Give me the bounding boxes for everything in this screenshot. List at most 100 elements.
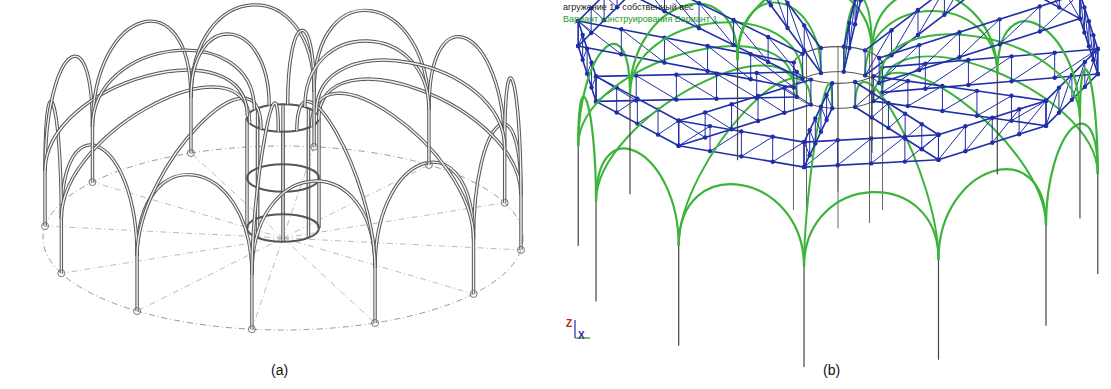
diagonal-rib: [191, 34, 269, 105]
truss-node: [1096, 47, 1100, 51]
truss-node: [835, 138, 839, 142]
truss-node: [975, 114, 979, 118]
truss-node: [809, 102, 813, 106]
truss-node: [576, 44, 580, 48]
perimeter-column: [803, 267, 804, 367]
truss-post: [1039, 6, 1040, 31]
column-base: [89, 179, 96, 186]
truss-post: [710, 126, 711, 151]
truss-node: [754, 71, 758, 75]
truss-diagonal: [959, 19, 999, 57]
column-base: [501, 199, 508, 206]
truss-node: [936, 158, 940, 162]
truss-post: [772, 137, 773, 162]
perimeter-column: [1045, 226, 1046, 326]
truss-node: [802, 165, 806, 169]
truss-node: [940, 109, 944, 113]
truss-post: [999, 19, 1000, 44]
perimeter-arch: [1046, 124, 1098, 226]
truss-post: [938, 135, 939, 160]
truss-diagonal: [788, 3, 805, 51]
truss-node: [1082, 5, 1086, 9]
truss-node: [877, 56, 881, 60]
truss-node: [936, 133, 940, 137]
software-caption: агружение 1 - собственный вес: [563, 2, 693, 12]
diagonal-rib: [596, 65, 797, 201]
truss-top-chord: [596, 72, 797, 76]
truss-node: [795, 95, 799, 99]
truss-node: [674, 97, 678, 101]
perimeter-arch: [1080, 69, 1098, 174]
truss-node: [731, 43, 735, 47]
truss-post: [716, 74, 717, 99]
truss-post: [705, 113, 706, 138]
ground-axis: [283, 238, 521, 250]
truss-node: [766, 35, 770, 39]
truss-diagonal: [905, 124, 922, 138]
truss-post: [1071, 75, 1072, 100]
truss-diagonal: [1040, 0, 1080, 31]
truss-diagonal: [679, 121, 705, 138]
truss-node: [819, 71, 823, 75]
truss-post: [843, 47, 844, 72]
perimeter-arch: [938, 169, 1046, 260]
truss-node: [863, 48, 867, 52]
truss-diagonal: [1046, 88, 1059, 126]
truss-post: [1046, 101, 1047, 126]
perimeter-column: [629, 94, 630, 194]
truss-post: [879, 58, 880, 83]
truss-node: [705, 44, 709, 48]
truss-diagonal: [888, 114, 905, 128]
truss-node: [1087, 44, 1091, 48]
truss-node: [847, 21, 851, 25]
truss-diagonal: [1012, 53, 1055, 82]
truss-node: [676, 144, 680, 148]
truss-node: [674, 72, 678, 76]
truss-post: [965, 126, 966, 151]
truss-post: [756, 73, 757, 98]
truss-post: [596, 76, 597, 101]
truss-node: [936, 158, 940, 162]
truss-post: [873, 76, 874, 101]
truss-node: [802, 23, 806, 27]
perimeter-column: [43, 171, 46, 226]
truss-node: [819, 46, 823, 50]
truss-node: [920, 147, 924, 151]
truss-diagonal: [965, 118, 992, 152]
perimeter-column: [997, 74, 998, 174]
truss-node: [676, 119, 680, 123]
central-column: [246, 118, 247, 228]
truss-diagonal: [636, 76, 676, 100]
truss-node: [1044, 98, 1048, 102]
truss-diagonal: [658, 121, 679, 135]
truss-node: [966, 83, 970, 87]
perimeter-arch: [997, 21, 1080, 118]
truss-post: [1058, 88, 1059, 113]
diagonal-rib: [191, 34, 269, 105]
truss-node: [936, 133, 940, 137]
truss-node: [731, 18, 735, 22]
diagonal-rib: [316, 60, 504, 147]
truss-top-chord: [855, 82, 938, 135]
truss-node: [903, 111, 907, 115]
perimeter-column: [472, 239, 475, 294]
diagonal-rib: [804, 84, 832, 267]
perimeter-column: [91, 127, 94, 182]
central-column: [282, 104, 283, 214]
perimeter-column: [938, 260, 939, 360]
truss-node: [1009, 54, 1013, 58]
truss-node: [853, 80, 857, 84]
truss-post: [865, 50, 866, 75]
truss-post: [804, 142, 805, 167]
diagonal-rib: [61, 87, 249, 218]
perimeter-arch: [191, 5, 314, 98]
truss-node: [703, 135, 707, 139]
truss-node: [842, 45, 846, 49]
truss-top-chord: [873, 76, 1046, 101]
truss-node: [990, 141, 994, 145]
truss-node: [614, 110, 618, 114]
truss-node: [589, 85, 593, 89]
diagonal-rib: [61, 87, 249, 218]
truss-node: [634, 98, 638, 102]
truss-node: [1096, 72, 1100, 76]
